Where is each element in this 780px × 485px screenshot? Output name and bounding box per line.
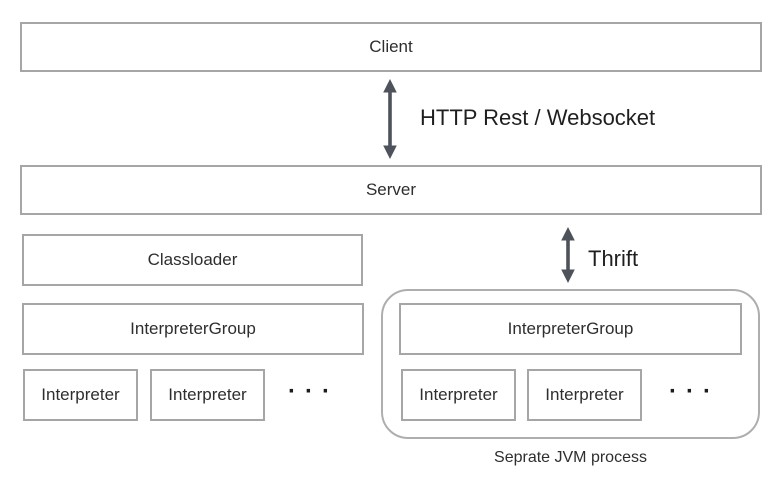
local-ellipsis: ··· (288, 378, 339, 405)
local-interpreter-node-1: Interpreter (23, 369, 138, 421)
local-interpreter-node-2: Interpreter (150, 369, 265, 421)
remote-interpreter-node-1: Interpreter (401, 369, 516, 421)
server-node-label: Server (365, 180, 417, 199)
local-interpreter-group-label: InterpreterGroup (130, 319, 256, 338)
remote-interpreter-group-node: InterpreterGroup (399, 303, 742, 355)
client-node: Client (20, 22, 762, 72)
classloader-node-label: Classloader (147, 250, 238, 269)
thrift-double-arrow-icon (559, 227, 577, 288)
local-interpreter-label-2: Interpreter (168, 385, 247, 404)
remote-interpreter-label-1: Interpreter (419, 385, 498, 404)
double-arrow-vertical-icon (383, 79, 397, 159)
local-interpreter-label-1: Interpreter (41, 385, 120, 404)
thrift-label: Thrift (588, 246, 639, 271)
remote-interpreter-label-2: Interpreter (545, 385, 624, 404)
classloader-node: Classloader (22, 234, 363, 286)
http-double-arrow-icon (381, 79, 399, 164)
server-node: Server (20, 165, 762, 215)
http-rest-websocket-label: HTTP Rest / Websocket (420, 105, 656, 130)
remote-interpreter-node-2: Interpreter (527, 369, 642, 421)
double-arrow-vertical-icon (561, 227, 575, 283)
separate-jvm-process-caption: Seprate JVM process (494, 449, 647, 466)
local-interpreter-group-node: InterpreterGroup (22, 303, 364, 355)
remote-interpreter-group-label: InterpreterGroup (507, 319, 634, 338)
remote-ellipsis: ··· (669, 378, 720, 405)
client-node-label: Client (369, 37, 413, 56)
